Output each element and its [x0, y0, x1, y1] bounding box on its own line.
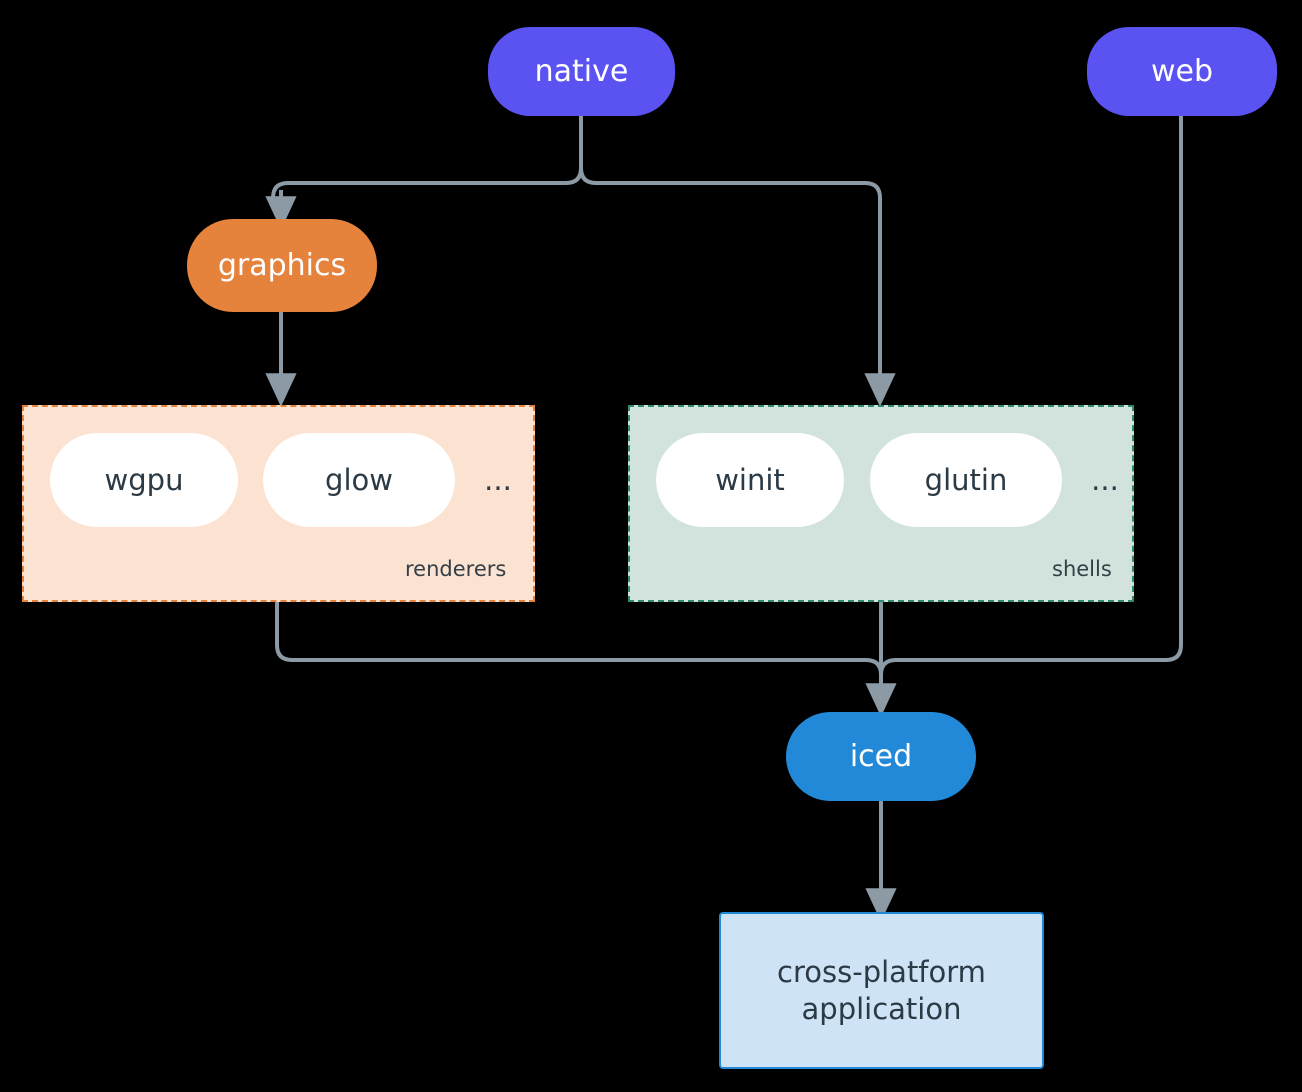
node-iced-label: iced [849, 738, 913, 774]
shells-overflow-ellipsis: ... [1091, 462, 1119, 497]
node-web-label: web [1150, 53, 1214, 89]
node-graphics-label: graphics [217, 247, 347, 283]
group-shells-label: shells [1052, 557, 1112, 581]
pill-wgpu[interactable]: wgpu [50, 433, 238, 527]
edge-renderers-to-iced [275, 602, 897, 717]
group-renderers-label: renderers [405, 557, 507, 581]
node-web[interactable]: web [1087, 27, 1277, 116]
pill-winit[interactable]: winit [656, 433, 844, 527]
pill-glow-label: glow [325, 463, 393, 497]
node-application-label-line1: cross-platform [777, 955, 986, 990]
pill-wgpu-label: wgpu [104, 463, 184, 497]
node-application[interactable]: cross-platform application [719, 912, 1044, 1069]
edge-native-split [271, 115, 583, 208]
pill-glutin-label: glutin [924, 463, 1008, 497]
pill-glow[interactable]: glow [263, 433, 455, 527]
node-native[interactable]: native [488, 27, 675, 116]
node-application-label-line2: application [801, 991, 962, 1026]
node-graphics[interactable]: graphics [187, 219, 377, 312]
pill-winit-label: winit [715, 463, 785, 497]
node-native-label: native [534, 53, 629, 89]
node-iced[interactable]: iced [786, 712, 976, 801]
renderers-overflow-ellipsis: ... [484, 462, 512, 497]
edge-native-to-shells [579, 115, 896, 407]
pill-glutin[interactable]: glutin [870, 433, 1062, 527]
